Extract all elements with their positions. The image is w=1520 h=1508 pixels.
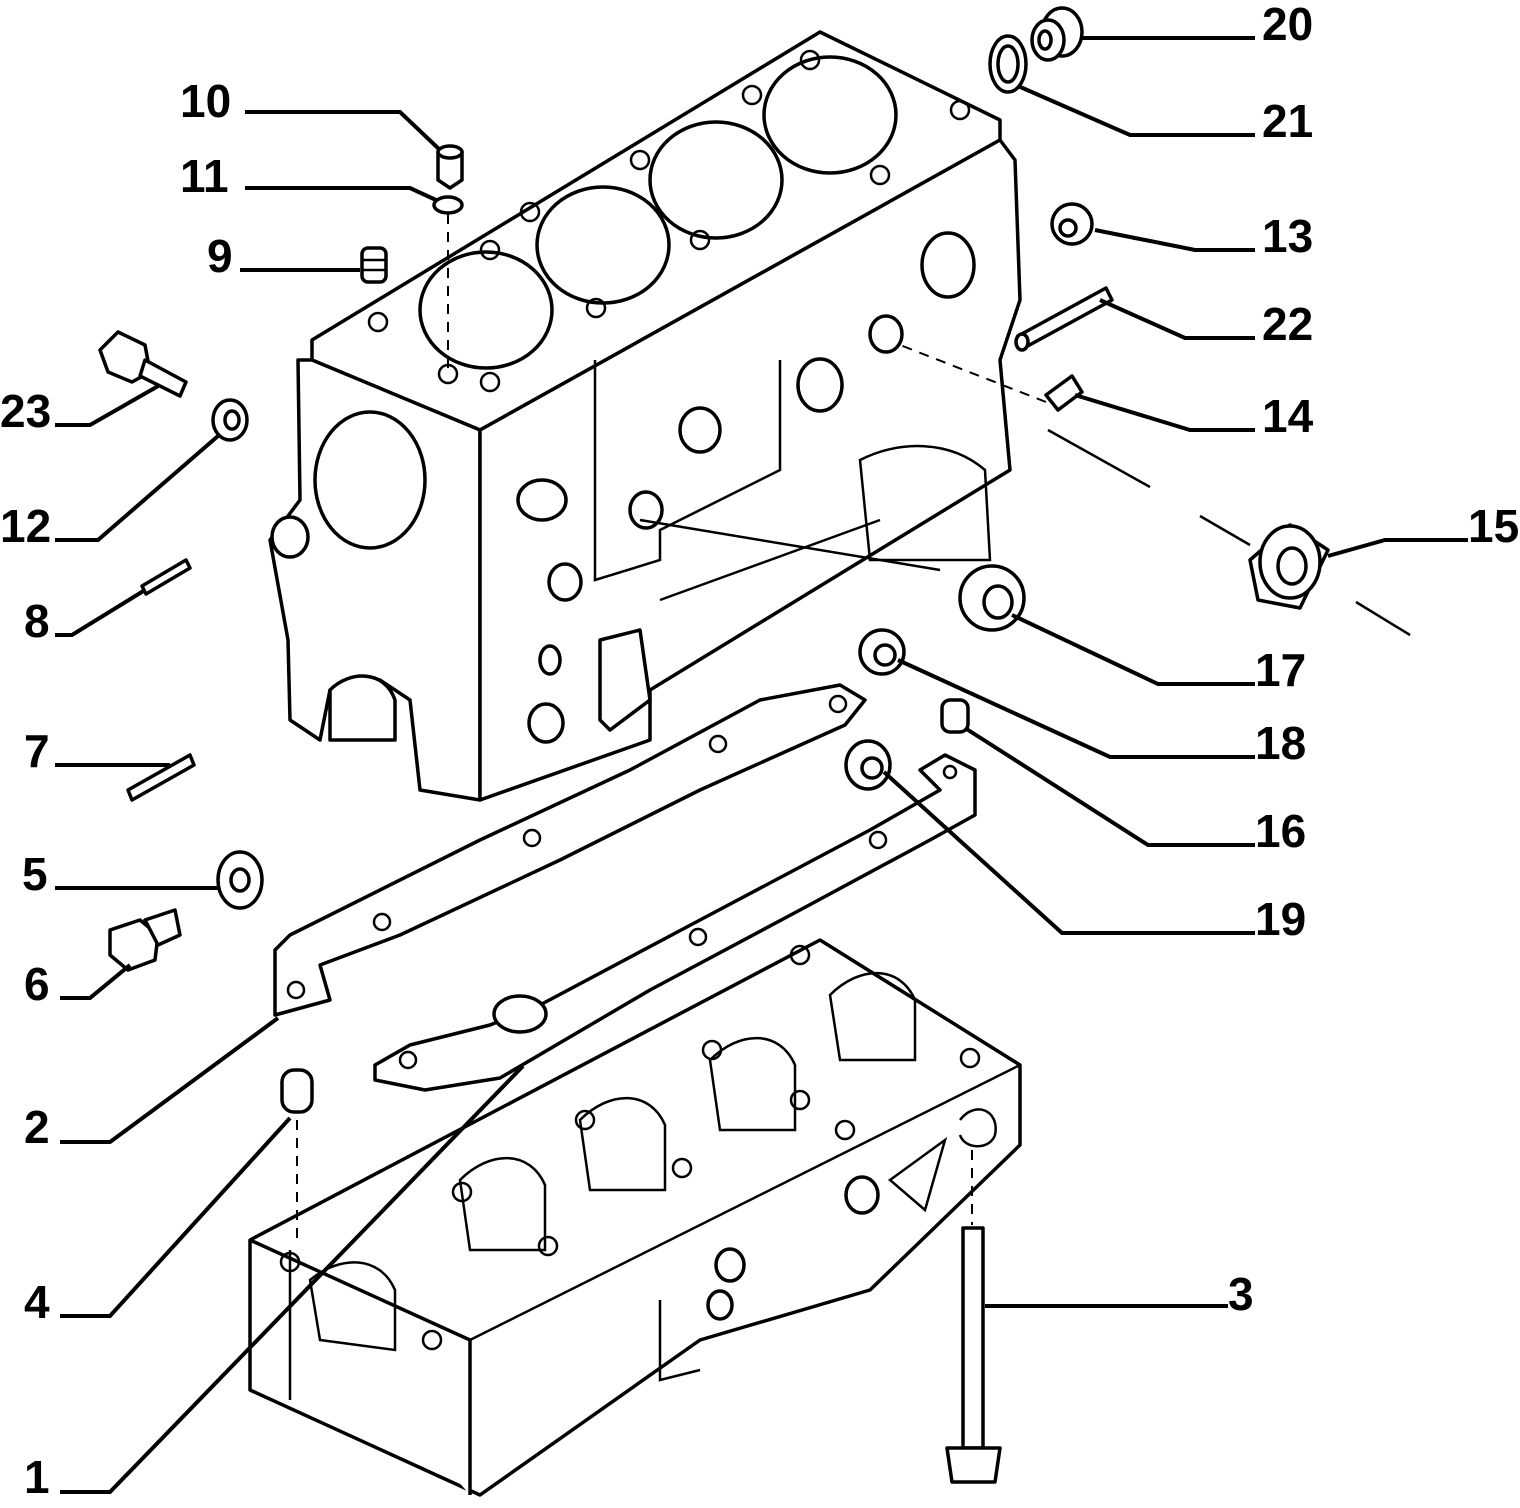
cylinder-block [268, 30, 1022, 802]
callout-12: 12 [0, 500, 51, 552]
callout-21: 21 [1262, 95, 1313, 147]
gasket-upper [273, 683, 867, 1017]
part-6-plug [108, 908, 182, 972]
callout-13: 13 [1262, 210, 1313, 262]
part-7-stud [126, 753, 196, 802]
callout-22: 22 [1262, 298, 1313, 350]
part-3-bolt [945, 1226, 1002, 1484]
part-17-bushing [958, 564, 1026, 632]
callout-2: 2 [24, 1101, 50, 1153]
callout-14: 14 [1262, 390, 1314, 442]
part-22-pin [1014, 286, 1114, 352]
callout-11: 11 [180, 150, 229, 202]
part-5-washer [216, 850, 264, 910]
callout-18: 18 [1255, 717, 1306, 769]
callout-9: 9 [207, 230, 233, 282]
lower-crankcase [248, 938, 1022, 1497]
part-13-bushing [1050, 202, 1094, 246]
part-9-dowel [360, 246, 388, 284]
callout-6: 6 [24, 958, 50, 1010]
part-4-dowel [280, 1068, 314, 1114]
part-20-plug [1030, 6, 1084, 62]
callout-1: 1 [24, 1451, 50, 1503]
part-15-bushing [1248, 523, 1330, 610]
part-10-plug [436, 144, 464, 190]
part-14-dowel [1044, 374, 1084, 412]
callout-7: 7 [24, 725, 50, 777]
part-21-ring [988, 34, 1028, 94]
callout-8: 8 [24, 595, 50, 647]
callout-17: 17 [1255, 644, 1306, 696]
gasket-lower [373, 753, 977, 1092]
callout-3: 3 [1228, 1268, 1254, 1320]
callout-19: 19 [1255, 893, 1306, 945]
part-19-bushing [844, 739, 892, 791]
part-23-bolt [98, 330, 188, 398]
callout-10: 10 [180, 75, 231, 127]
leader-lines [55, 36, 1468, 1494]
part-18-bushing [858, 628, 906, 676]
callout-4: 4 [24, 1276, 50, 1328]
callout-16: 16 [1255, 805, 1306, 857]
part-16-dowel [940, 698, 970, 734]
callout-15: 15 [1468, 500, 1519, 552]
part-12-washer [211, 398, 249, 442]
part-8-stud [140, 558, 192, 596]
callout-23: 23 [0, 385, 51, 437]
callout-20: 20 [1262, 0, 1313, 50]
part-11-washer [432, 195, 464, 215]
callout-5: 5 [22, 848, 48, 900]
